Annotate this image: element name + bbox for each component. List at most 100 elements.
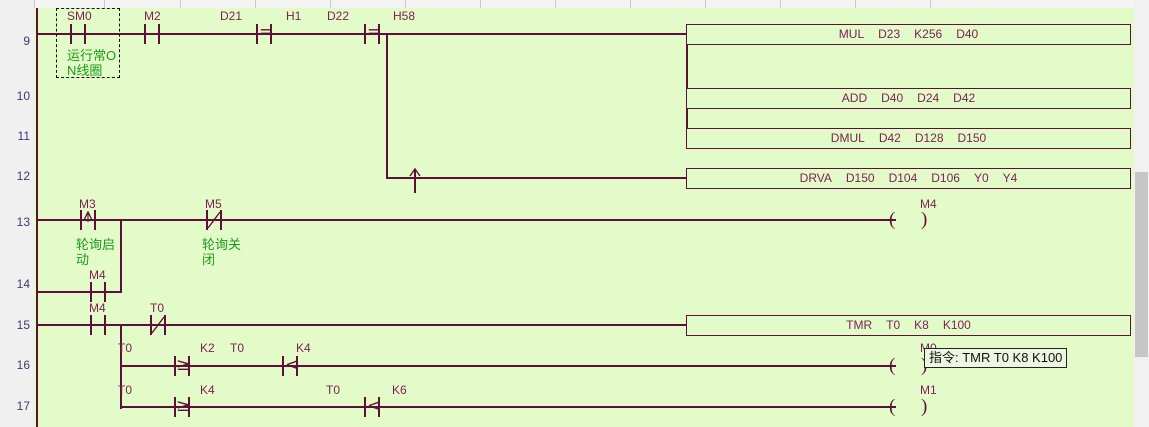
coil-m0-left-paren: ( [889, 355, 896, 376]
instruction-drva-mnemonic: DRVA [799, 171, 832, 185]
coil-m1-right-paren: ) [921, 396, 928, 417]
contact-m3-label: M3 [79, 197, 96, 211]
instruction-dmul-op2: D128 [914, 131, 944, 145]
contact-d22-label: D22 [327, 9, 350, 23]
rung-number-gutter: 9 10 11 12 13 14 15 16 17 [0, 0, 35, 427]
compare-operator-eq-2: = [367, 22, 382, 42]
vertical-scrollbar-track[interactable] [1134, 0, 1149, 427]
coil-m0[interactable]: ( ) [889, 356, 929, 378]
contact-h1-label: H1 [286, 9, 302, 23]
contact-m4-timer-enable[interactable] [90, 315, 106, 335]
rung-number-9: 9 [23, 34, 30, 48]
contact-m4-timer-enable-label: M4 [89, 301, 106, 315]
rung-number-16: 16 [16, 358, 30, 372]
instruction-block-tmr[interactable]: TMR T0 K8 K100 [686, 315, 1131, 336]
contact-m5-nc[interactable] [206, 210, 222, 230]
instruction-block-dmul[interactable]: DMUL D42 D128 D150 [686, 128, 1131, 149]
instruction-add-op3: D42 [953, 91, 976, 105]
instruction-tmr-mnemonic: TMR [846, 318, 873, 332]
contact-t0-ge2-label: T0 [118, 383, 133, 397]
coil-m4[interactable]: ( ) [889, 210, 929, 232]
normally-closed-slash-icon-t0 [151, 316, 165, 334]
rung-number-10: 10 [16, 89, 30, 103]
operand-k6-label: K6 [392, 383, 407, 397]
coil-m4-label: M4 [920, 197, 937, 211]
instruction-drva-op5: Y4 [1002, 171, 1018, 185]
contact-m3-comment: 轮询启动 [76, 237, 116, 267]
rung-14-branch-wire [36, 291, 122, 293]
instruction-tmr-op1: T0 [886, 318, 901, 332]
contact-compare-t0-lt-k6[interactable] [364, 397, 380, 417]
contact-m4-seal[interactable] [90, 282, 106, 302]
instruction-drva-op1: D150 [845, 171, 875, 185]
instruction-block-add[interactable]: ADD D40 D24 D42 [686, 88, 1131, 109]
rung-number-13: 13 [16, 215, 30, 229]
rung-number-15: 15 [16, 318, 30, 332]
contact-m5-comment: 轮询关闭 [202, 237, 242, 267]
rung-number-12: 12 [16, 169, 30, 183]
contact-t0-lt2-label: T0 [326, 383, 341, 397]
instruction-tooltip: 指令: TMR T0 K8 K100 [924, 348, 1068, 368]
contact-m3-rising-edge[interactable] [80, 210, 96, 230]
coil-m1-label: M1 [920, 383, 937, 397]
contact-d21-label: D21 [220, 9, 243, 23]
contact-m2[interactable] [144, 24, 160, 44]
branch-vertical-right [686, 33, 688, 138]
rung-number-11: 11 [17, 129, 30, 143]
rung-12-wire [386, 177, 686, 179]
coil-m4-left-paren: ( [889, 209, 896, 230]
contact-compare-d22-h58[interactable] [364, 24, 380, 44]
operand-k2-label: K2 [200, 341, 215, 355]
compare-operator-ge-1: ≥ [176, 355, 191, 375]
instruction-drva-op2: D104 [888, 171, 918, 185]
instruction-add-mnemonic: ADD [841, 91, 868, 105]
contact-compare-t0-lt-k4[interactable] [282, 356, 298, 376]
instruction-tmr-op2: K8 [914, 318, 929, 332]
instruction-add-op1: D40 [881, 91, 904, 105]
contact-compare-d21-h1[interactable] [256, 24, 272, 44]
contact-m5-label: M5 [205, 197, 222, 211]
compare-operator-eq-1: = [259, 22, 274, 42]
coil-m1[interactable]: ( ) [889, 397, 929, 419]
rung-15-wire [36, 324, 716, 326]
operand-k4b-label: K4 [200, 383, 215, 397]
rung-17-wire [120, 406, 896, 408]
contact-t0-nc-label: T0 [150, 301, 165, 315]
contact-compare-t0-ge-k4[interactable] [174, 397, 190, 417]
contact-sm0[interactable] [70, 24, 86, 44]
instruction-add-op2: D24 [917, 91, 940, 105]
instruction-mul-op2: K256 [914, 27, 943, 41]
contact-sm0-comment: 运行常ON线圈 [67, 48, 117, 78]
rung-number-17: 17 [16, 399, 30, 413]
instruction-mul-mnemonic: MUL [838, 27, 865, 41]
contact-t0-lt-label: T0 [230, 341, 245, 355]
coil-m4-right-paren: ) [921, 209, 928, 230]
contact-h58-label: H58 [393, 9, 416, 23]
branch-vertical-left [386, 33, 388, 178]
contact-compare-t0-ge-k2[interactable] [174, 356, 190, 376]
normally-closed-slash-icon [207, 211, 221, 229]
rung-16-wire [120, 365, 896, 367]
contact-t0-ge-label: T0 [118, 341, 133, 355]
contact-m4-seal-label: M4 [89, 268, 106, 282]
instruction-mul-op1: D23 [878, 27, 901, 41]
instruction-tmr-op3: K100 [942, 318, 971, 332]
contact-t0-nc[interactable] [150, 315, 166, 335]
operand-k4a-label: K4 [296, 341, 311, 355]
vertical-scrollbar-thumb[interactable] [1135, 172, 1148, 357]
instruction-block-mul[interactable]: MUL D23 K256 D40 [686, 24, 1131, 45]
rung-9-wire [36, 33, 716, 35]
instruction-mul-op3: D40 [956, 27, 979, 41]
instruction-dmul-mnemonic: DMUL [830, 131, 865, 145]
compare-operator-lt-1: < [285, 355, 300, 375]
compare-operator-ge-2: ≥ [176, 396, 191, 416]
contact-m2-label: M2 [144, 9, 161, 23]
rung-number-14: 14 [16, 277, 30, 291]
instruction-dmul-op1: D42 [878, 131, 901, 145]
selection-box [56, 8, 120, 78]
instruction-dmul-op3: D150 [957, 131, 987, 145]
branch-vertical-m4-parallel [120, 219, 122, 293]
